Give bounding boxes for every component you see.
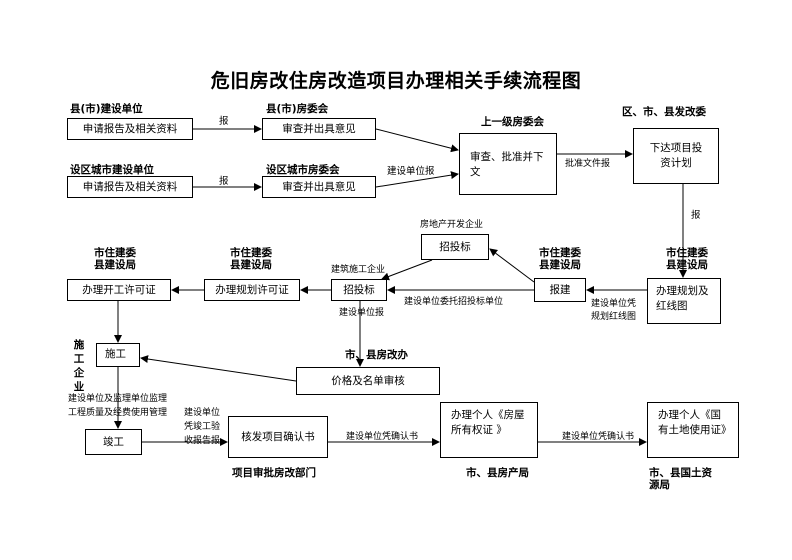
label-unit-plan-2: 规划红线图 [591,312,637,322]
label-entrust-bid: 建设单位委托招投标单位 [404,297,504,307]
header-city-constr-2: 市住建委县建设局 [230,247,272,271]
arrow-report-bidtop [489,248,535,283]
box-bid-top: 招投标 [421,234,489,260]
arrow-price-construct [140,355,297,382]
label-constr-company: 建筑施工企业 [331,265,386,275]
header-land-bureau: 市、县国土资源局 [649,467,712,491]
header-housing-bureau: 市、县房产局 [466,467,529,479]
box-apply-county: 申请报告及相关资料 [67,118,193,140]
box-complete: 竣工 [85,429,142,455]
header-construction-company: 施工企业 [73,339,85,393]
arrow-bidtop-bidmid [381,259,433,281]
header-county-housing: 县(市)房委会 [266,103,329,115]
header-housing-reform: 市、县房改办 [345,349,408,361]
box-bid-mid: 招投标 [331,279,387,301]
label-unit-report: 建设单位报 [387,166,435,177]
label-unit-report-2: 建设单位报 [339,308,385,318]
label-report-2: 报 [219,176,229,187]
label-accept-2: 凭竣工验 [184,422,221,432]
header-approval-dept: 项目审批房改部门 [232,467,316,479]
label-report-3: 报 [691,210,701,221]
box-review-county: 审查并出具意见 [262,118,376,140]
box-confirm: 核发项目确认书 [228,416,328,458]
header-city-constr-3: 市住建委县建设局 [539,247,581,271]
box-planning-redline: 办理规划及红线图 [647,278,721,324]
label-confirm-1: 建设单位凭确认书 [346,432,419,442]
header-city-constr-4: 市住建委县建设局 [666,247,708,271]
box-apply-city: 申请报告及相关资料 [67,176,193,198]
box-investment-plan: 下达项目投资计划 [633,128,719,184]
box-review-city: 审查并出具意见 [262,176,376,198]
box-house-cert: 办理个人《房屋所有权证 》 [440,402,538,458]
label-approval-doc: 批准文件报 [565,159,611,169]
label-developer: 房地产开发企业 [420,220,484,230]
box-land-cert: 办理个人《国有土地使用证》 [647,402,739,458]
page-title: 危旧房改住房改造项目办理相关手续流程图 [210,70,582,92]
box-plan-permit: 办理规划许可证 [204,279,300,301]
arrow-review2-approve [375,171,459,188]
label-confirm-2: 建设单位凭确认书 [562,432,635,442]
header-city-housing: 设区城市房委会 [266,164,340,176]
header-dev-reform: 区、市、县发改委 [622,106,706,118]
box-work-permit: 办理开工许可证 [67,279,171,301]
box-construct: 施工 [96,343,140,367]
header-city-unit: 设区城市建设单位 [70,164,154,176]
header-upper-housing: 上一级房委会 [481,116,544,128]
box-approve: 审查、批准并下文 [459,133,557,195]
label-accept-3: 收报告报 [184,436,221,446]
header-county-unit: 县(市)建设单位 [70,103,143,115]
header-city-constr-1: 市住建委县建设局 [94,247,136,271]
box-report-build: 报建 [534,278,586,302]
label-report-1: 报 [219,116,229,127]
arrow-review1-approve [375,128,459,153]
label-unit-plan-1: 建设单位凭 [591,299,637,309]
box-price-review: 价格及名单审核 [296,367,440,395]
label-accept-1: 建设单位 [184,408,221,418]
